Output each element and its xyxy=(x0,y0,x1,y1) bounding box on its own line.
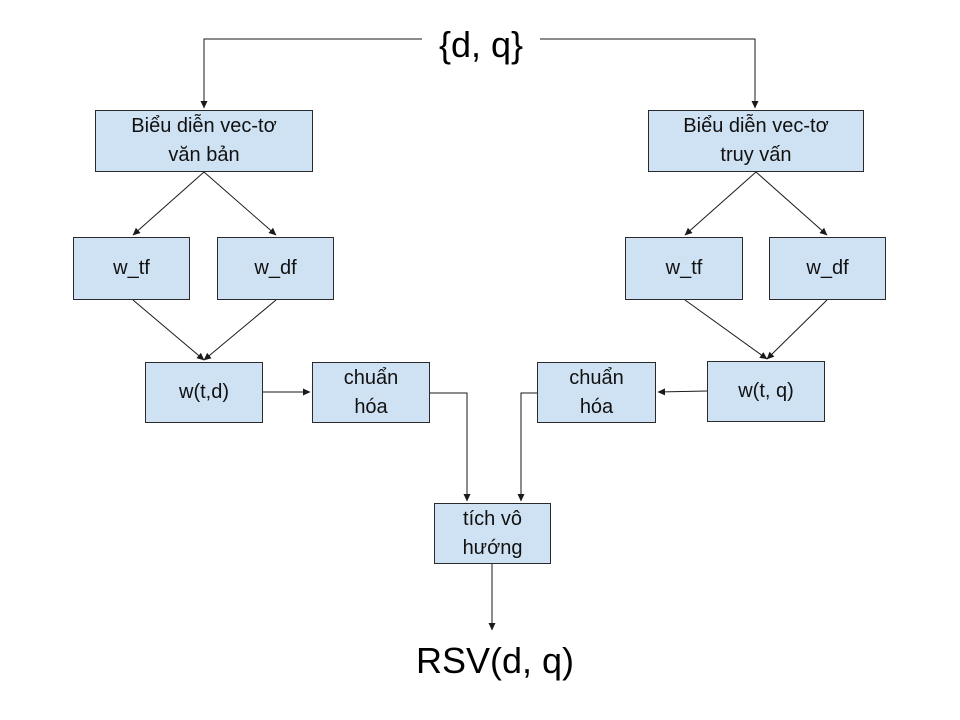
document-df-weight-node: w_df xyxy=(217,237,334,300)
edge-normalize-left-to-dot-product xyxy=(430,392,471,502)
edge-doc-vector-to-doc-df xyxy=(203,171,277,236)
edge-query-vector-to-query-df xyxy=(755,171,828,236)
edge-doc-df-to-w-td xyxy=(203,299,277,361)
query-df-weight-node: w_df xyxy=(769,237,886,300)
document-tf-weight-node: w_tf xyxy=(73,237,190,300)
edge-query-tf-to-w-tq xyxy=(684,299,768,360)
input-label: {d, q} xyxy=(422,20,540,70)
query-vector-node: Biểu diễn vec-tơ truy vấn xyxy=(648,110,864,172)
query-term-weight-node: w(t, q) xyxy=(707,361,825,422)
query-normalize-node: chuẩn hóa xyxy=(537,362,656,423)
edge-w-tq-to-normalize-right xyxy=(657,388,708,396)
document-term-weight-node: w(t,d) xyxy=(145,362,263,423)
query-tf-weight-node: w_tf xyxy=(625,237,743,300)
output-label: RSV(d, q) xyxy=(402,634,588,688)
document-normalize-node: chuẩn hóa xyxy=(312,362,430,423)
edge-doc-tf-to-w-td xyxy=(132,299,205,361)
dot-product-node: tích vô hướng xyxy=(434,503,551,564)
edge-input-to-query-vector xyxy=(540,38,759,109)
edge-query-df-to-w-tq xyxy=(766,299,828,360)
edge-query-vector-to-query-tf xyxy=(684,171,757,236)
edge-input-to-doc-vector xyxy=(200,38,422,109)
document-vector-node: Biểu diễn vec-tơ văn bản xyxy=(95,110,313,172)
edge-doc-vector-to-doc-tf xyxy=(132,171,205,236)
edge-normalize-right-to-dot-product xyxy=(517,392,537,502)
